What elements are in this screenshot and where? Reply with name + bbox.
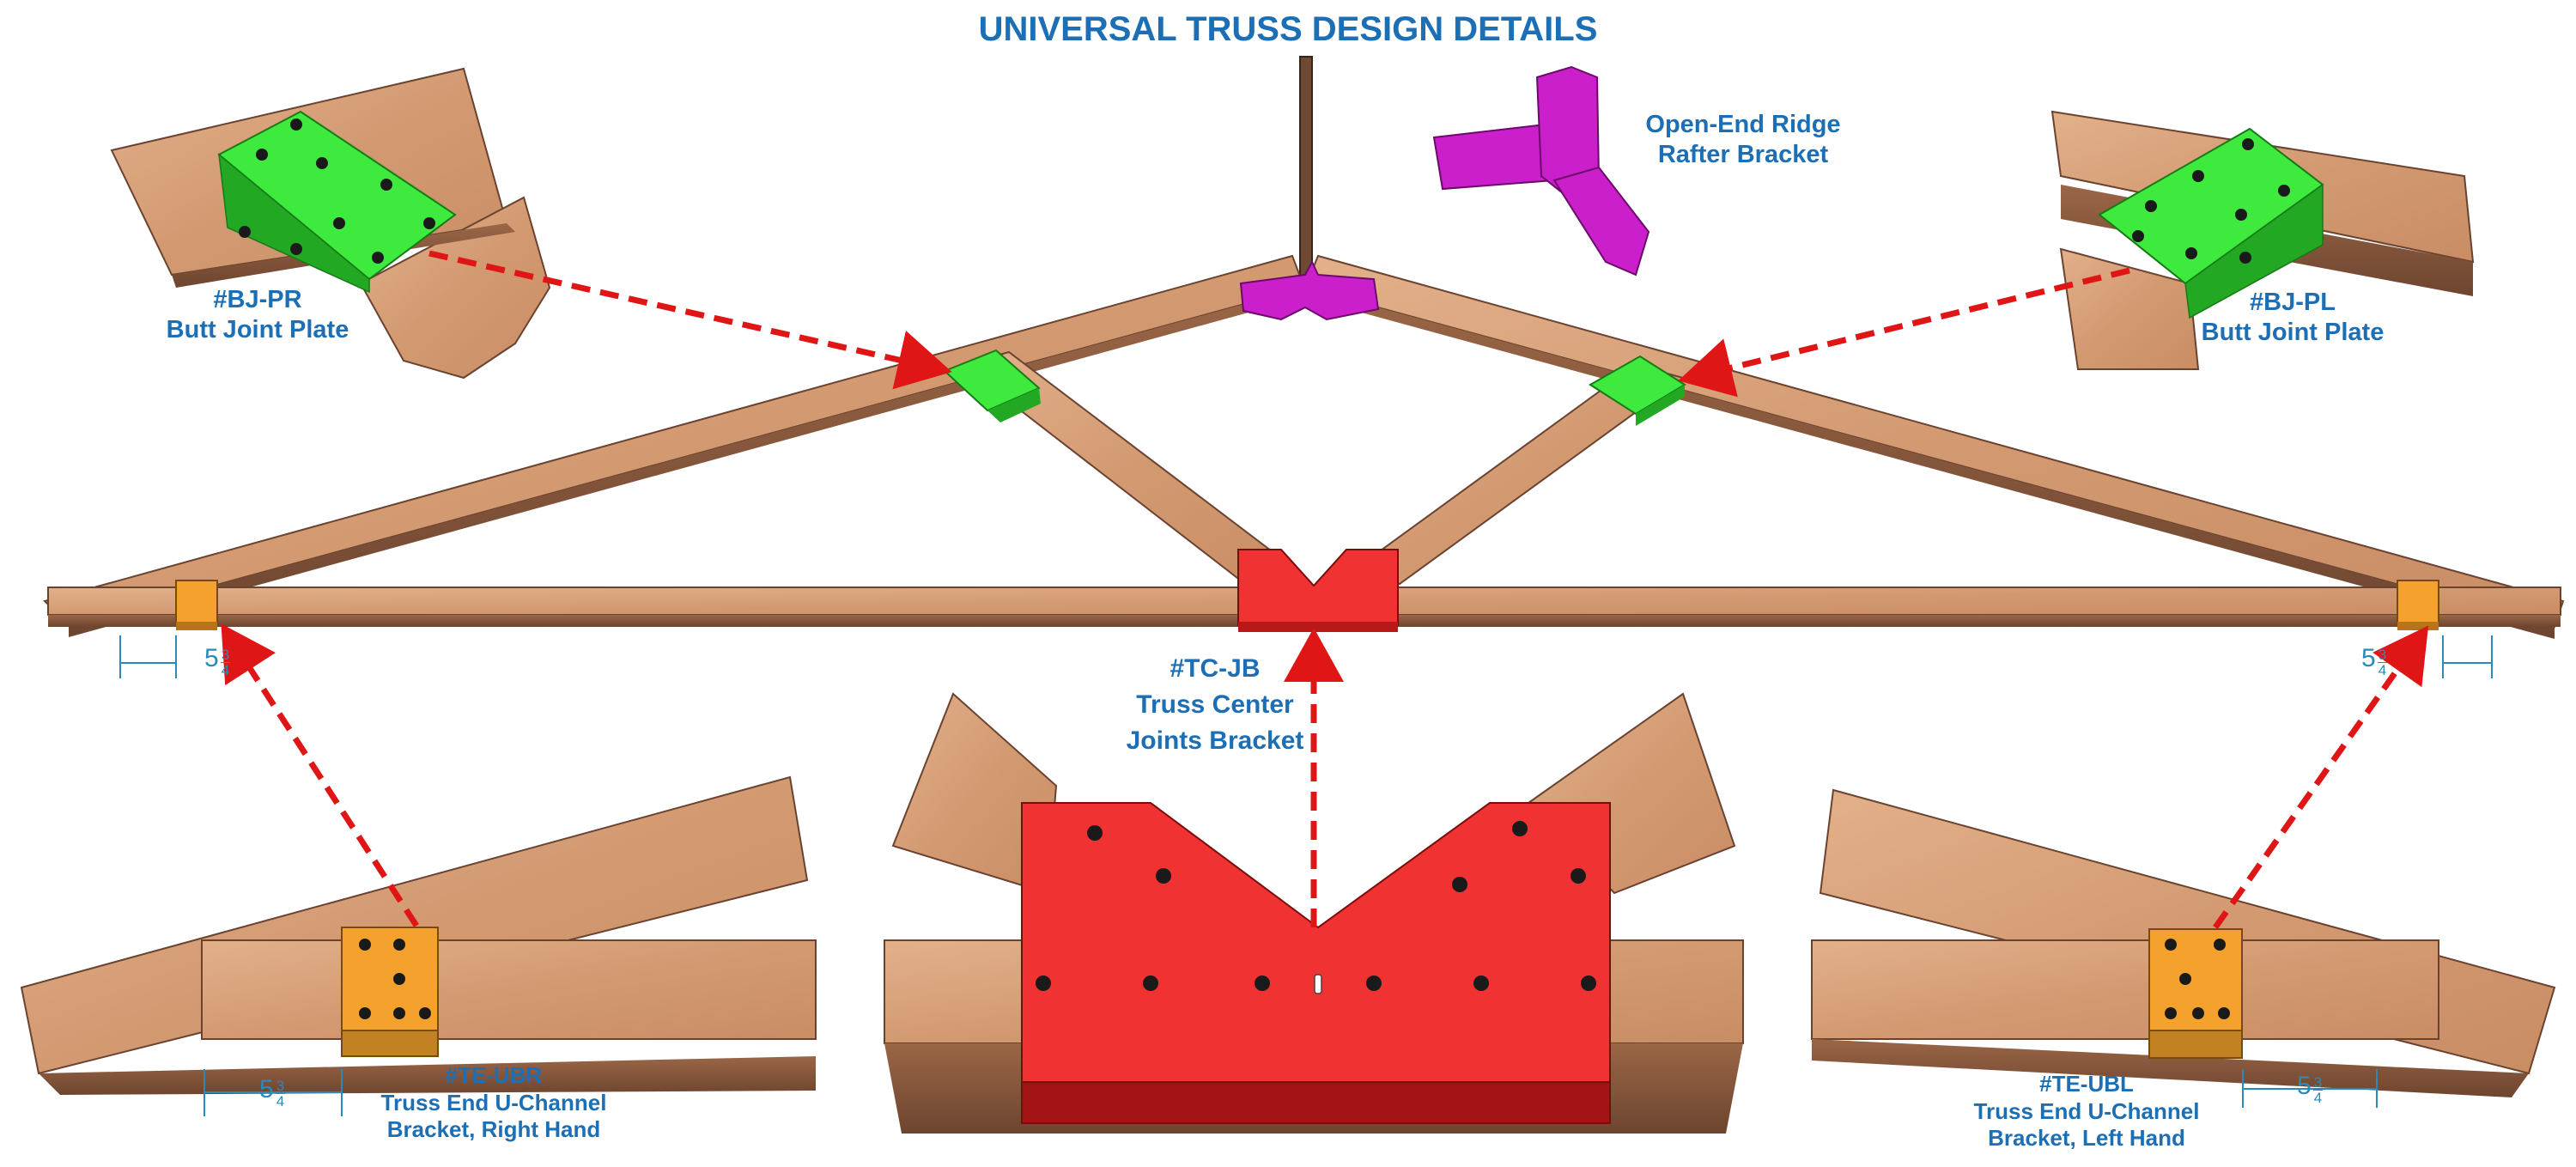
end-bracket-left-small [175,580,218,626]
detail-ridge-bracket [1432,65,1650,277]
bj-pl-plate-flange [2184,183,2324,319]
label-te-ubr-code: #TE-UBR [445,1062,543,1088]
label-ridge-bracket: Open-End Ridge Rafter Bracket [1623,110,1863,171]
te-ubl-dimension-lines [2242,1069,2378,1108]
dimension-denominator: 4 [276,1093,285,1110]
ridge-bracket-arm-right [1552,166,1650,277]
dimension-denominator: 4 [221,662,230,679]
tc-jb-wood-left-web [891,692,1058,895]
callout-arrows [221,250,2429,930]
label-te-ubr-line1: Truss End U-Channel [380,1089,607,1115]
label-tc-jb-line2: Joints Bracket [1126,726,1304,755]
butt-joint-plate-left-small-edge [987,388,1041,422]
dimension-whole: 5 [259,1075,274,1103]
detail-te-ubl [1811,788,2556,1108]
detail-tc-jb [884,692,1744,1134]
label-tc-jb-line1: Truss Center [1136,690,1294,719]
label-te-ubr: #TE-UBR Truss End U-Channel Bracket, Rig… [356,1062,631,1144]
label-bj-pl-code: #BJ-PL [2250,289,2336,316]
ridge-bracket-small [1239,259,1380,321]
main-truss [43,56,2565,678]
dimension-numerator: 3 [220,647,231,664]
label-te-ubl: #TE-UBL Truss End U-Channel Bracket, Lef… [1949,1071,2224,1152]
bj-pr-wood-beam-2 [359,196,551,380]
label-tc-jb: #TC-JB Truss Center Joints Bracket [1086,651,1344,759]
arrow-te-ubr [221,623,419,927]
bj-pr-plate-flange [218,153,370,294]
detail-bj-pr [110,67,551,380]
end-bracket-right-small [2397,580,2439,626]
te-ubr-bolts [359,939,431,1019]
dimension-whole: 5 [2361,644,2376,672]
te-ubl-wood-chord [1811,939,2439,1040]
bj-pr-bolts [239,119,435,264]
tc-jb-slot [1314,974,1322,994]
label-te-ubr-line2: Bracket, Right Hand [386,1116,601,1143]
te-ubl-wood-edge [1812,1039,2529,1097]
bj-pl-bolts [2132,138,2290,264]
te-ubl-bracket-edge [2148,1030,2243,1059]
page-title: UNIVERSAL TRUSS DESIGN DETAILS [978,10,1598,48]
center-bracket-small [1237,549,1399,626]
label-te-ubl-line2: Bracket, Left Hand [1988,1125,2185,1152]
dimension-denominator: 4 [2313,1090,2323,1107]
label-bj-pr-name: Butt Joint Plate [166,316,349,344]
truss-dimension-lines [119,635,2493,678]
label-te-ubl-code: #TE-UBL [2039,1071,2134,1097]
label-bj-pr: #BJ-PR Butt Joint Plate [129,285,386,346]
butt-joint-plate-right-small-edge [1636,385,1685,426]
label-te-ubl-line1: Truss End U-Channel [1973,1097,2200,1124]
te-ubr-wood-edge [39,1056,816,1095]
dimension-numerator: 3 [2377,647,2388,664]
dimension-numerator: 3 [2312,1074,2324,1091]
dimension-denominator: 4 [2378,662,2387,679]
te-ubr-bracket-edge [341,1030,439,1057]
label-bj-pl: #BJ-PL Butt Joint Plate [2164,288,2421,349]
arrow-te-ubl [2213,625,2429,930]
ridge-post [1299,56,1313,298]
dimension-whole: 5 [2297,1072,2312,1100]
ridge-bracket-arm-left [1432,123,1556,191]
label-ridge-line2: Rafter Bracket [1657,141,1829,169]
label-tc-jb-code: #TC-JB [1170,654,1261,683]
tc-jb-bolts [1036,821,1596,991]
label-ridge-line1: Open-End Ridge [1645,111,1841,138]
te-ubl-bolts [2165,939,2230,1019]
te-ubr-wood-chord [201,939,817,1040]
end-bracket-left-small-edge [176,622,217,630]
label-bj-pr-code: #BJ-PR [213,286,302,313]
end-bracket-right-small-edge [2397,622,2439,630]
tc-jb-bracket [1021,802,1611,1083]
dimension-whole: 5 [204,644,219,672]
arrow-bj-pl [1678,267,2130,398]
dimension-numerator: 3 [275,1078,286,1095]
te-ubr-dimension-lines [204,1069,343,1116]
tc-jb-bracket-edge [1021,1081,1611,1124]
label-bj-pl-name: Butt Joint Plate [2201,319,2385,347]
center-bracket-small-edge [1238,622,1398,632]
